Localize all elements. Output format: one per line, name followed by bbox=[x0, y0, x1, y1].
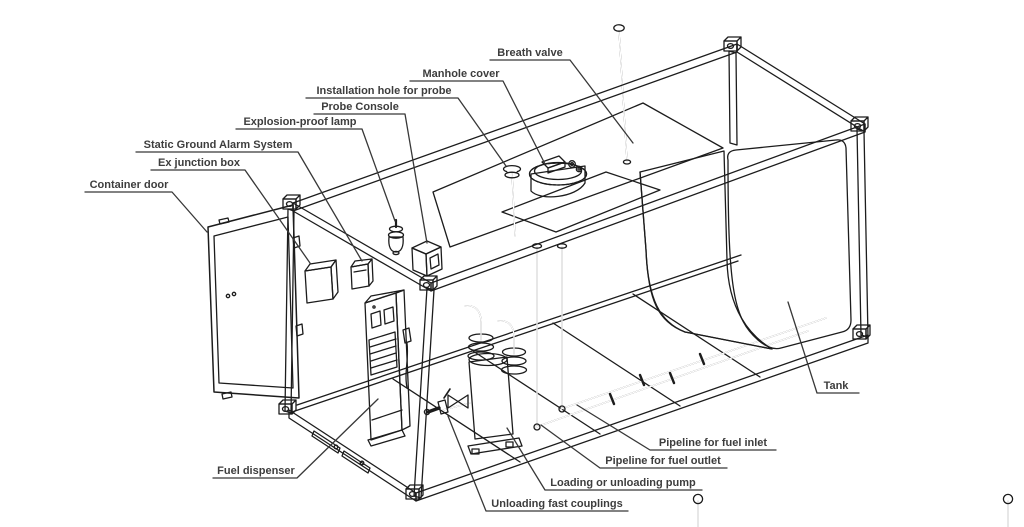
label-container-door: Container door bbox=[90, 179, 170, 191]
leader-container-door bbox=[84, 191, 208, 233]
leader-ex-junction-box bbox=[150, 169, 311, 264]
left-end-bottom-rail bbox=[288, 409, 417, 502]
label-breath-valve: Breath valve bbox=[497, 47, 562, 59]
corner-castings bbox=[278, 36, 871, 500]
breath-valve-cap bbox=[613, 24, 625, 32]
rear-left-post bbox=[284, 208, 295, 414]
leader-unloading-couplings bbox=[447, 415, 629, 512]
leader-manhole-cover bbox=[409, 80, 546, 165]
tank-part bbox=[432, 102, 852, 350]
manhole-cover-part bbox=[528, 155, 588, 198]
leader-fuel-dispenser bbox=[212, 398, 379, 479]
probe-console-part bbox=[411, 240, 443, 277]
callouts: Breath valve Manhole cover Installation … bbox=[84, 47, 860, 512]
probe-installation-hole-part bbox=[502, 164, 522, 237]
rear-right-post bbox=[728, 50, 738, 146]
tank-end-face bbox=[727, 139, 852, 350]
floor-beam bbox=[632, 293, 761, 378]
label-pipeline-outlet: Pipeline for fuel outlet bbox=[605, 455, 721, 467]
label-explosion-proof-lamp: Explosion-proof lamp bbox=[243, 116, 356, 128]
tank-saddle-edge bbox=[639, 171, 686, 333]
leader-breath-valve bbox=[489, 59, 634, 144]
label-pipeline-inlet: Pipeline for fuel inlet bbox=[659, 437, 768, 449]
door-hinge bbox=[292, 235, 301, 249]
floor-beam bbox=[392, 378, 521, 463]
left-end-top-rail bbox=[292, 202, 432, 292]
floor-beam bbox=[552, 322, 681, 407]
dispenser-louvers bbox=[368, 331, 398, 376]
pump-body bbox=[468, 356, 514, 440]
label-manhole-cover: Manhole cover bbox=[422, 68, 500, 80]
fuel-pipelines bbox=[531, 243, 827, 431]
wall-devices bbox=[304, 218, 443, 304]
tank-middle-section bbox=[639, 150, 773, 350]
label-loading-pump: Loading or unloading pump bbox=[550, 477, 696, 489]
leader-loading-pump bbox=[506, 427, 703, 491]
container-floor bbox=[291, 254, 761, 463]
breath-valve-part bbox=[613, 24, 632, 165]
pump-assembly bbox=[423, 305, 528, 455]
leader-tank bbox=[787, 301, 860, 394]
leader-probe-console bbox=[313, 113, 428, 244]
front-left-post bbox=[413, 287, 435, 499]
ground-posts bbox=[692, 493, 1014, 527]
label-probe-console: Probe Console bbox=[321, 101, 399, 113]
door-hinge bbox=[295, 323, 304, 337]
container-door-part bbox=[207, 204, 304, 400]
leader-pipeline-outlet bbox=[540, 424, 728, 469]
dispenser-nozzle bbox=[402, 327, 412, 344]
label-fuel-dispenser: Fuel dispenser bbox=[217, 465, 295, 477]
leader-installation-hole bbox=[305, 97, 507, 167]
leader-explosion-proof-lamp bbox=[235, 128, 396, 222]
right-end-top-rail bbox=[736, 43, 866, 133]
unloading-coupling-part bbox=[423, 388, 471, 416]
rear-top-rail bbox=[292, 43, 738, 212]
explosion-proof-lamp-part bbox=[387, 218, 405, 256]
front-top-rail bbox=[430, 123, 866, 292]
label-unloading-couplings: Unloading fast couplings bbox=[491, 498, 622, 510]
label-installation-hole: Installation hole for probe bbox=[316, 85, 451, 97]
label-static-ground-alarm: Static Ground Alarm System bbox=[144, 139, 293, 151]
door-handle bbox=[225, 293, 231, 299]
static-ground-alarm-part bbox=[350, 258, 374, 290]
dispenser-hose bbox=[405, 342, 409, 389]
ex-junction-box-part bbox=[304, 259, 339, 304]
dispenser-display bbox=[370, 310, 382, 329]
manhole-platform bbox=[501, 171, 661, 233]
label-ex-junction-box: Ex junction box bbox=[158, 157, 241, 169]
leader-static-ground-alarm bbox=[135, 151, 363, 262]
pump-base bbox=[467, 437, 523, 455]
label-tank: Tank bbox=[824, 380, 850, 392]
door-panel bbox=[207, 204, 300, 399]
fuel-dispenser-part bbox=[364, 289, 412, 447]
console-window bbox=[429, 253, 440, 270]
dispenser-display bbox=[383, 306, 395, 325]
front-right-post bbox=[856, 128, 869, 338]
leader-pipeline-inlet bbox=[576, 404, 777, 451]
